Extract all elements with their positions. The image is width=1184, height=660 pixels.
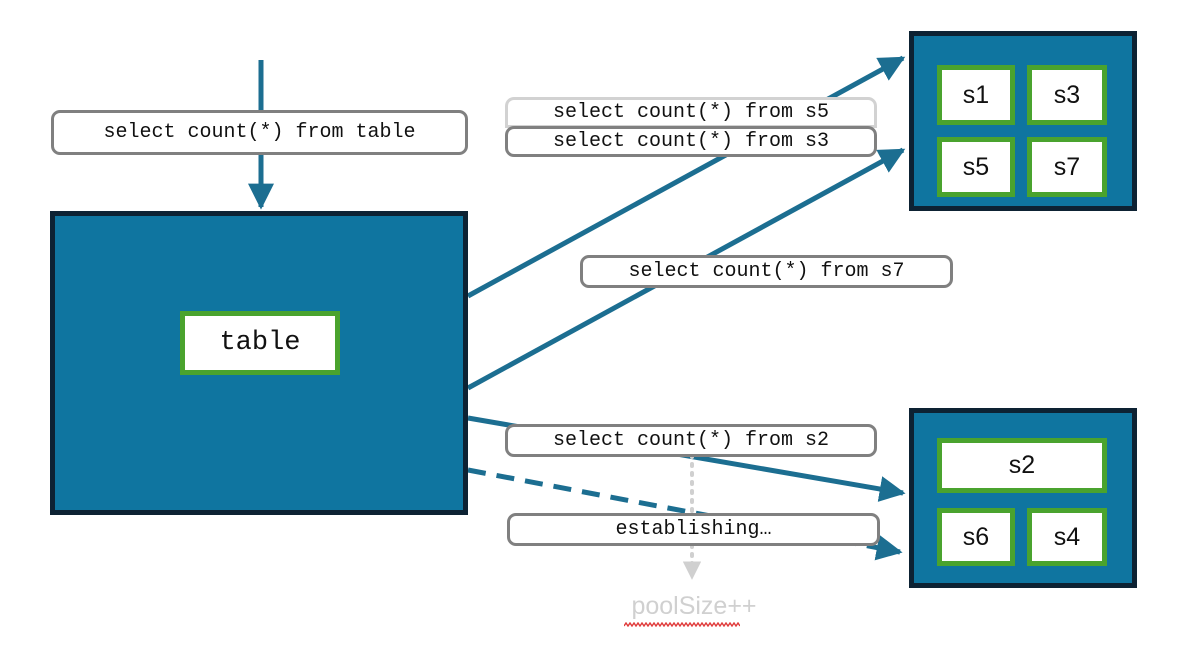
query-label-s3-text: select count(*) from s3	[552, 130, 830, 153]
query-label-s5[interactable]: select count(*) from s5	[505, 97, 877, 128]
poolsize-text: poolSize++	[631, 592, 757, 620]
slot-s7-label: s7	[1053, 152, 1081, 181]
query-label-s5-text: select count(*) from s5	[552, 101, 830, 124]
query-label-s2[interactable]: select count(*) from s2	[505, 424, 877, 457]
slot-s1-label: s1	[962, 80, 990, 109]
slot-s6[interactable]: s6	[937, 508, 1015, 566]
status-label-establishing[interactable]: establishing…	[507, 513, 880, 546]
slot-s3-label: s3	[1053, 80, 1081, 109]
slot-s6-label: s6	[962, 522, 990, 551]
query-label-s7-text: select count(*) from s7	[628, 260, 905, 283]
slot-s5-label: s5	[962, 152, 990, 181]
slot-s7[interactable]: s7	[1027, 137, 1107, 197]
spellcheck-squiggle-icon	[624, 622, 740, 627]
slot-table[interactable]: table	[180, 311, 340, 375]
slot-s1[interactable]: s1	[937, 65, 1015, 125]
slot-s4[interactable]: s4	[1027, 508, 1107, 566]
slot-table-label: table	[219, 327, 301, 358]
slot-s3[interactable]: s3	[1027, 65, 1107, 125]
slot-s2-label: s2	[1008, 451, 1036, 479]
query-label-table[interactable]: select count(*) from table	[51, 110, 468, 155]
query-label-s7[interactable]: select count(*) from s7	[580, 255, 953, 288]
query-label-s3[interactable]: select count(*) from s3	[505, 126, 877, 157]
slot-s4-label: s4	[1053, 522, 1081, 551]
query-label-s2-text: select count(*) from s2	[552, 429, 830, 452]
poolsize-annotation: poolSize++	[596, 592, 792, 627]
slot-s2[interactable]: s2	[937, 438, 1107, 493]
status-label-establishing-text: establishing…	[615, 518, 772, 541]
slot-s5[interactable]: s5	[937, 137, 1015, 197]
query-label-table-text: select count(*) from table	[103, 121, 416, 144]
